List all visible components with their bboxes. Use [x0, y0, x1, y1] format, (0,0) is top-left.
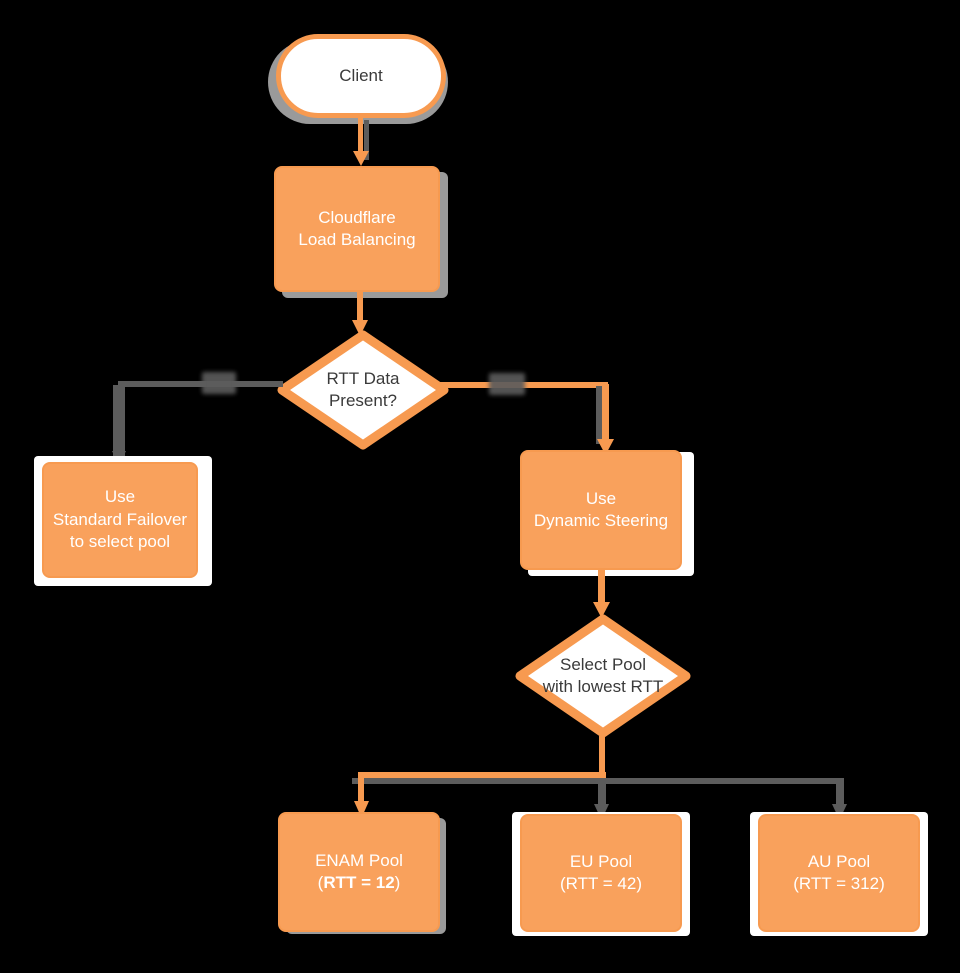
- bus-to-enam-vertical: [358, 772, 364, 806]
- select-pool-shape: [515, 614, 691, 738]
- decision-to-failover-label: [202, 372, 236, 394]
- node-standard-failover[interactable]: Use Standard Failover to select pool: [42, 462, 198, 578]
- select-pool-down-stub: [599, 736, 605, 772]
- node-client[interactable]: Client: [276, 34, 446, 118]
- rtt-decision-shape: [277, 330, 449, 450]
- bus-to-au-horizontal: [598, 778, 844, 784]
- au-pool-line2: (RTT = 312): [793, 874, 885, 893]
- enam-pool-line1: ENAM Pool: [315, 850, 403, 870]
- client-to-lb-shadow: [364, 120, 369, 160]
- bus-to-eu-vertical: [598, 778, 606, 810]
- node-load-balancing[interactable]: Cloudflare Load Balancing: [274, 166, 440, 292]
- bus-to-enam-arrowhead: [354, 801, 369, 818]
- steering-to-select-line: [598, 568, 605, 608]
- standard-failover-line2: Standard Failover: [52, 509, 188, 529]
- node-select-pool[interactable]: Select Pool with lowest RTT: [513, 612, 693, 740]
- client-to-lb-arrowhead: [353, 151, 369, 166]
- standard-failover-line1: Use: [104, 487, 136, 507]
- enam-pool-rtt-suffix: ): [394, 873, 401, 892]
- decision-to-steering-arrowhead: [597, 439, 614, 455]
- node-au-pool[interactable]: AU Pool (RTT = 312): [758, 814, 920, 932]
- steering-to-select-arrowhead: [593, 602, 610, 618]
- eu-pool-line1: EU Pool: [569, 851, 633, 871]
- decision-to-steering-label: [489, 373, 525, 395]
- decision-to-failover-vertical: [113, 385, 125, 463]
- decision-to-steering-shadow-vertical: [596, 386, 602, 444]
- bus-to-au-vertical: [836, 780, 844, 810]
- eu-pool-line2: (RTT = 42): [559, 874, 643, 893]
- decision-to-failover-horizontal: [118, 381, 283, 387]
- au-pool-line1: AU Pool: [807, 851, 871, 871]
- lb-to-decision-line: [357, 290, 363, 326]
- node-enam-pool[interactable]: ENAM Pool (RTT = 12): [278, 812, 440, 932]
- node-eu-pool[interactable]: EU Pool (RTT = 42): [520, 814, 682, 932]
- load-balancing-line2: Load Balancing: [298, 230, 416, 249]
- dynamic-steering-line1: Use: [585, 488, 617, 508]
- enam-pool-rtt: (RTT = 12): [318, 872, 401, 894]
- node-rtt-decision[interactable]: RTT Data Present?: [275, 328, 451, 452]
- enam-pool-rtt-value: RTT = 12: [323, 873, 395, 892]
- dynamic-steering-line2: Dynamic Steering: [533, 511, 669, 530]
- bus-to-enam-horizontal: [358, 772, 606, 778]
- load-balancing-line1: Cloudflare: [318, 207, 396, 227]
- lb-to-decision-arrowhead: [352, 320, 368, 336]
- client-label: Client: [339, 65, 383, 85]
- node-dynamic-steering[interactable]: Use Dynamic Steering: [520, 450, 682, 570]
- decision-to-steering-vertical: [602, 384, 609, 444]
- client-to-lb-line: [358, 116, 363, 154]
- enam-pool-rtt-prefix: (: [317, 873, 324, 892]
- bus-to-enam-shadow: [352, 778, 604, 784]
- standard-failover-line3: to select pool: [69, 532, 171, 552]
